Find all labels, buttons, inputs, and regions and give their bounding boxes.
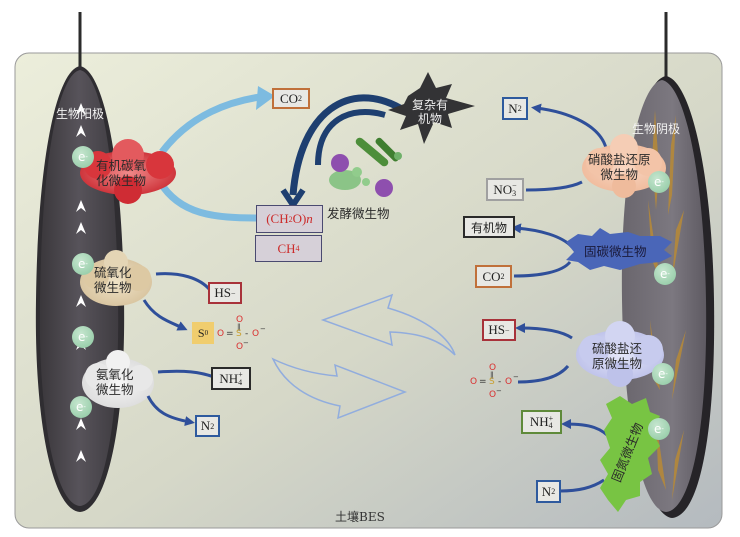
left-pathway-arrows [142,272,215,427]
organic-carbon-oxidizer-label: 有机碳氧化微生物 [96,158,147,188]
carbon-fixer-burst [566,228,672,270]
organic-carbon-oxidizer-cloud [80,139,176,204]
nitrogen-fixer-burst [600,396,660,512]
nitrate-reducer-label: 硝酸盐还原微生物 [588,152,651,182]
hs-right-box: HS− [482,319,516,341]
sulfate-structure-right: O ‖ O = S - O − O − [470,363,519,400]
cathode-electron-2: e- [654,263,676,285]
nh4-left-box: NH+4 [211,367,251,390]
bio-cathode-label: 生物阴极 [632,122,681,136]
sulfate-structure-left: O ‖ O = S - O − O − [217,315,266,352]
soil-bes-panel [14,52,723,529]
sulfate-reducer-label: 硫酸盐还原微生物 [592,341,643,371]
nitrate-reducer-cloud [582,134,666,198]
organic-carbon-cycle-arrow [157,86,275,222]
complex-organic-burst [388,72,475,144]
ammonia-oxidizer-cloud [82,350,154,408]
anode-electron-4: e- [70,396,92,418]
bio-anode-label: 生物阳极 [56,107,105,121]
sulfur-oxidizer-label: 硫氧化微生物 [94,265,132,295]
complex-organic-label: 复杂有机物 [412,98,449,127]
organic-matter-right-box: 有机物 [463,216,515,238]
cathode-electron-4: e- [648,418,670,440]
no3-box: NO−3 [486,178,524,201]
cathode-electron-3: e- [652,363,674,385]
soil-bes-label: 土壤BES [335,510,385,524]
sulfate-reducer-cloud [576,321,664,387]
carbon-fixer-label: 固碳微生物 [584,244,647,259]
cathode-electron-1: e- [648,171,670,193]
fermenting-microbes-label: 发酵微生物 [327,206,390,221]
nh4-right-box: NH+4 [521,410,562,434]
anode-electron-3: e- [72,326,94,348]
hs-left-box: HS− [208,282,242,304]
anode-electron-2: e- [72,253,94,275]
fermenting-microbes-illustration [329,137,402,197]
sulfur-oxidizer-cloud [80,250,152,306]
anode-electron-1: e- [72,146,94,168]
ammonia-oxidizer-label: 氨氧化微生物 [96,367,134,397]
exchange-arrows [271,293,456,420]
